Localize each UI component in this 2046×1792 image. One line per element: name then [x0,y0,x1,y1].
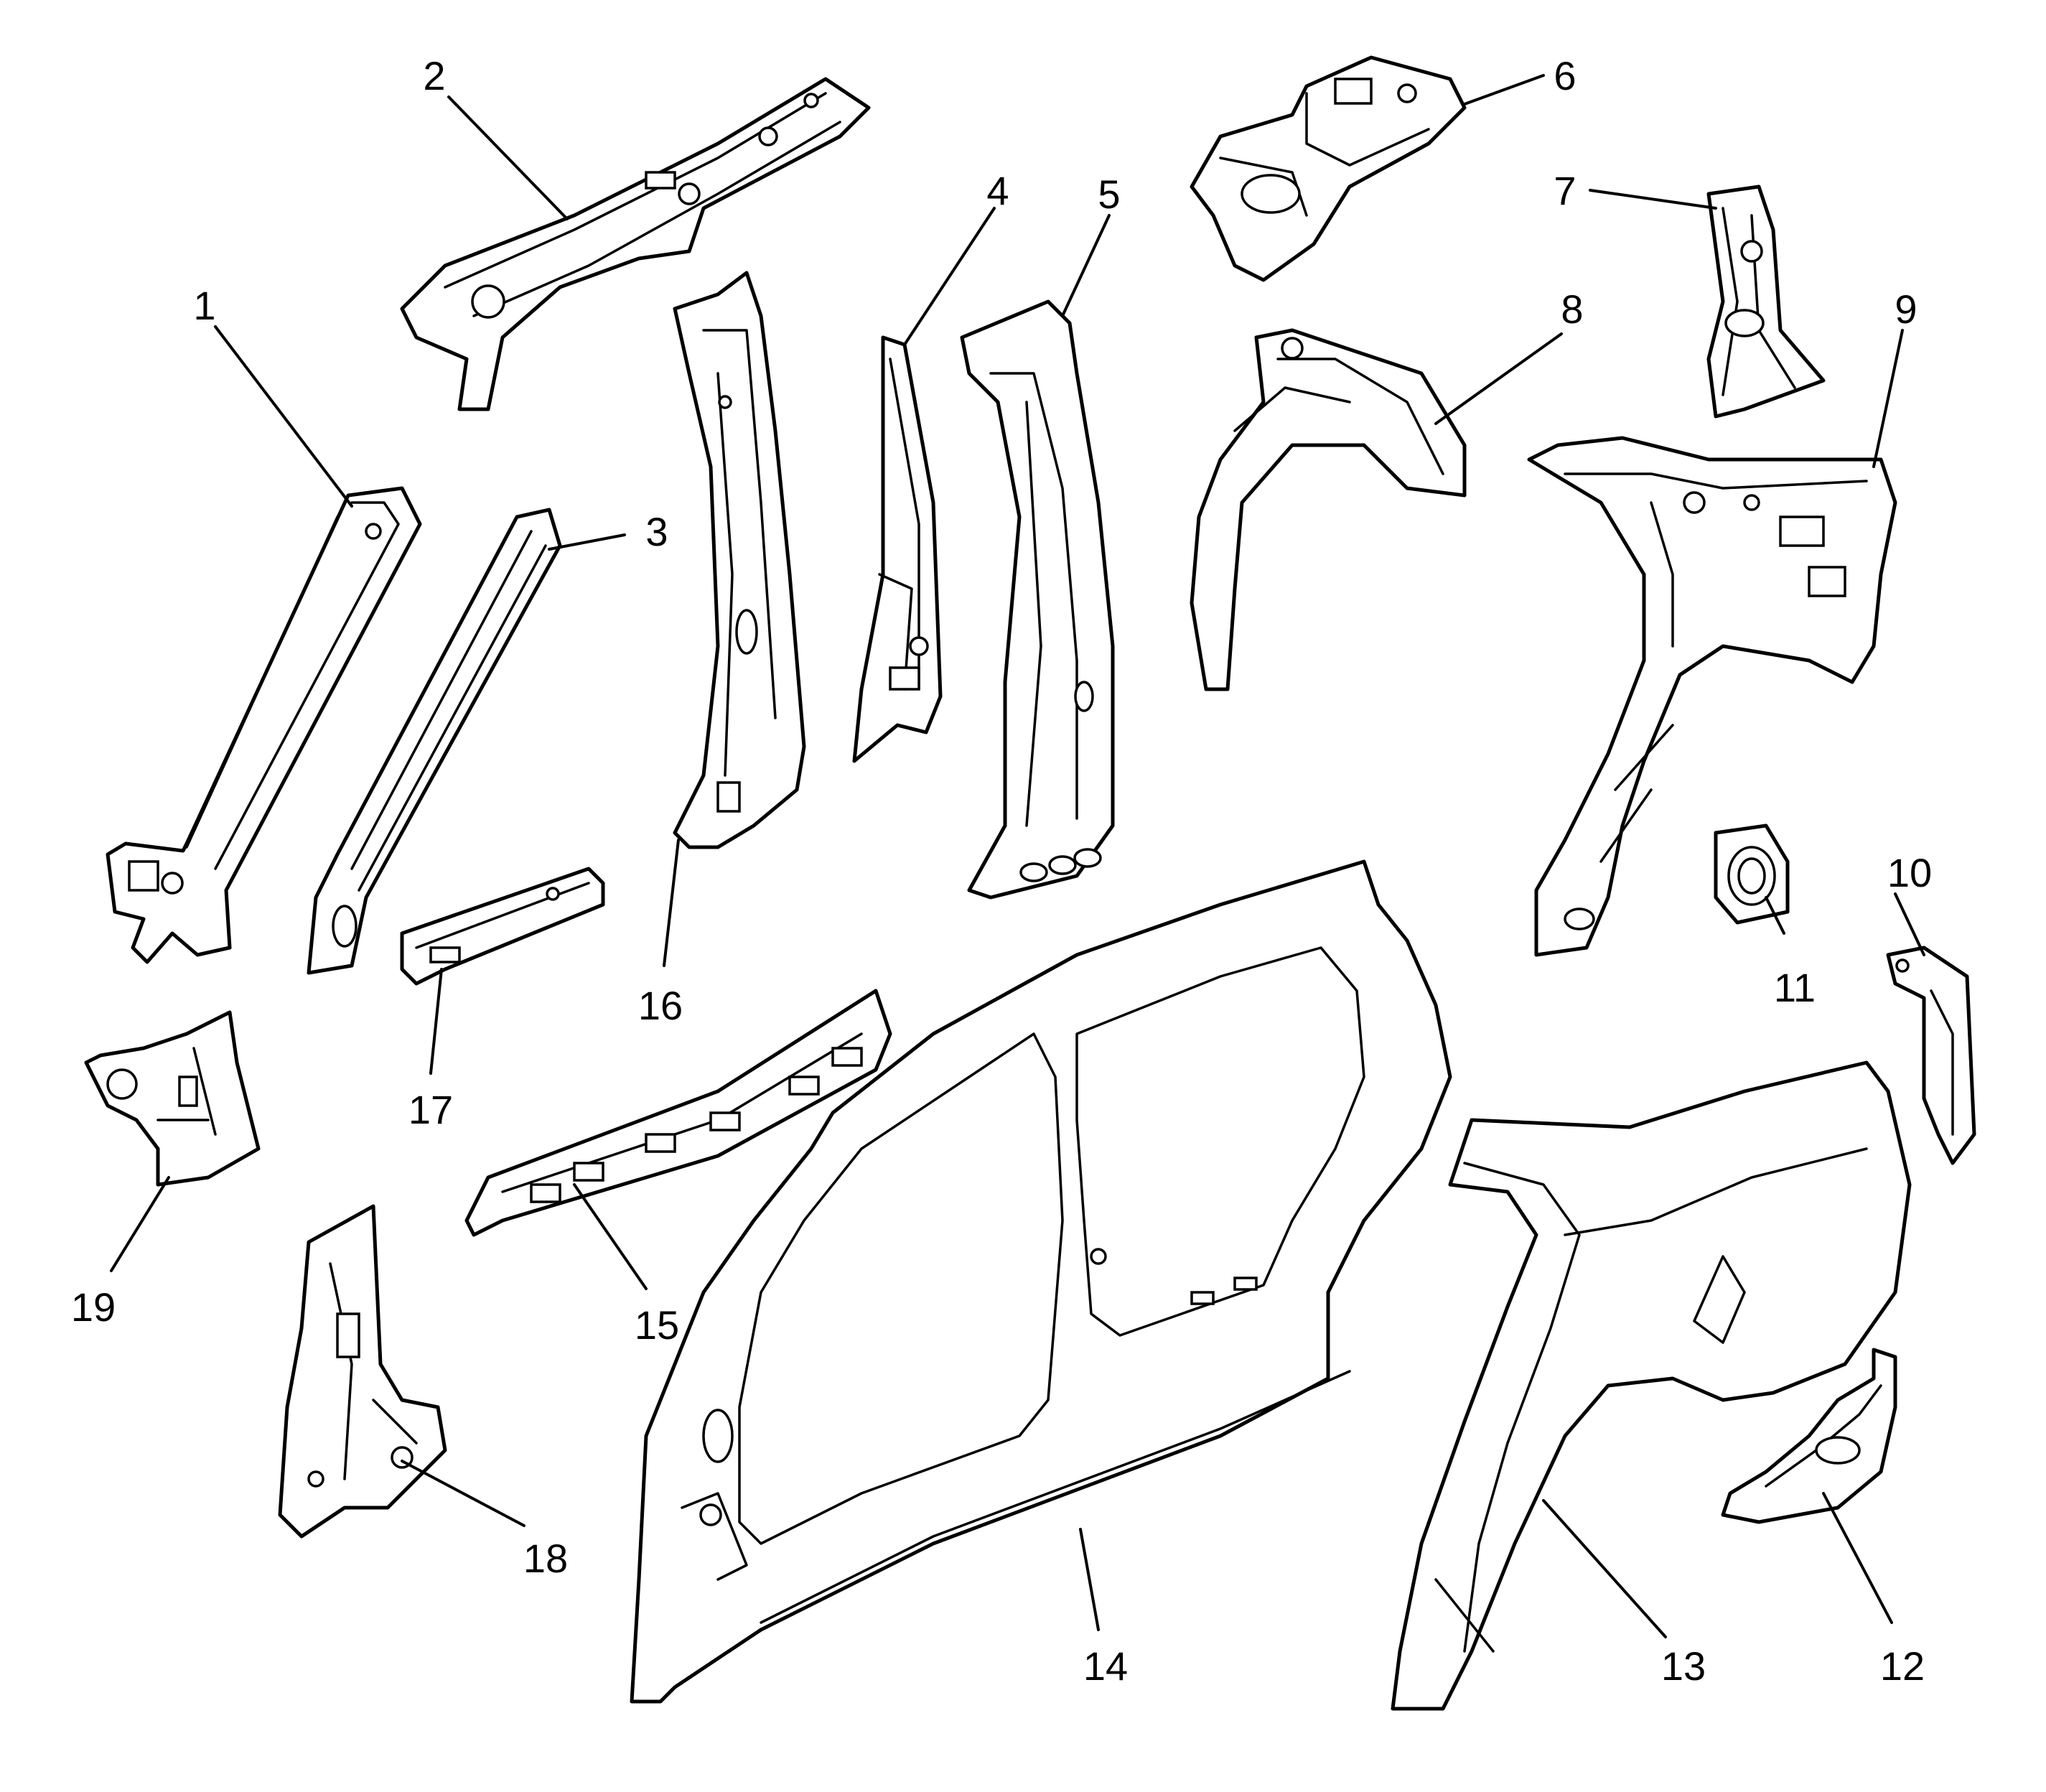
leader-10 [1894,892,1925,956]
leader-17 [429,968,443,1075]
callout-12: 12 [1880,1643,1925,1689]
part-1-hinge-pillar [106,486,422,964]
leader-2 [447,95,569,220]
leader-5 [1061,214,1111,317]
leader-15 [573,1183,648,1290]
leader-13 [1542,1499,1667,1638]
leader-3 [548,533,626,551]
part-15-rocker-reinforcement [464,989,892,1237]
callout-11: 11 [1774,965,1816,1010]
callout-19: 19 [71,1284,116,1330]
callout-4: 4 [986,168,1009,213]
part-11-fuel-filler-pocket [1714,823,1790,925]
part-13-quarter-outer-panel [1391,1060,1912,1711]
part-18-hinge-pillar-lower [278,1204,447,1539]
part-4-lock-pillar-reinforcement [852,335,943,763]
leader-1 [214,325,353,508]
callout-9: 9 [1895,286,1917,332]
callout-6: 6 [1554,53,1576,98]
leader-lines [110,74,1925,1638]
callout-17: 17 [408,1087,453,1132]
leader-12 [1822,1492,1893,1624]
part-17-rocker-reinforcement-short [400,867,605,986]
leader-18 [401,1460,525,1527]
part-8-wheelhouse-inner [1190,328,1467,691]
leader-16 [663,839,680,967]
callout-1: 1 [193,283,215,328]
leader-6 [1463,74,1545,106]
part-14-body-side-outer [630,859,1452,1704]
callout-labels: 1 2 3 4 5 6 7 8 9 10 11 12 13 14 15 16 1… [71,53,1932,1689]
part-6-rear-bracket [1190,55,1467,282]
callout-13: 13 [1661,1643,1706,1689]
callout-5: 5 [1098,172,1120,217]
leader-4 [903,207,996,346]
callout-3: 3 [645,509,668,554]
part-2-plenum-panel [400,77,871,411]
part-9-quarter-inner-panel [1527,436,1897,957]
part-3-front-pillar-inner [307,508,562,975]
leader-7 [1589,189,1717,210]
callout-10: 10 [1887,850,1932,895]
callout-18: 18 [523,1536,568,1581]
callout-14: 14 [1083,1643,1128,1689]
part-10-tail-lamp-bracket [1886,946,1976,1165]
leader-19 [110,1176,170,1272]
part-19-hinge-pillar-bracket [84,1010,261,1187]
callout-2: 2 [423,53,445,98]
part-12-rear-bracket [1721,1348,1897,1524]
part-16-center-pillar-inner [673,271,806,849]
callout-8: 8 [1561,286,1583,332]
leader-9 [1872,329,1904,468]
callout-16: 16 [638,983,683,1028]
leader-8 [1434,332,1563,425]
part-7-rear-reinforcement [1706,185,1826,419]
callout-15: 15 [635,1302,679,1348]
leader-14 [1079,1528,1100,1631]
leader-11 [1765,896,1785,935]
callout-7: 7 [1554,168,1576,213]
part-5-center-pillar-reinforcement [960,299,1115,900]
